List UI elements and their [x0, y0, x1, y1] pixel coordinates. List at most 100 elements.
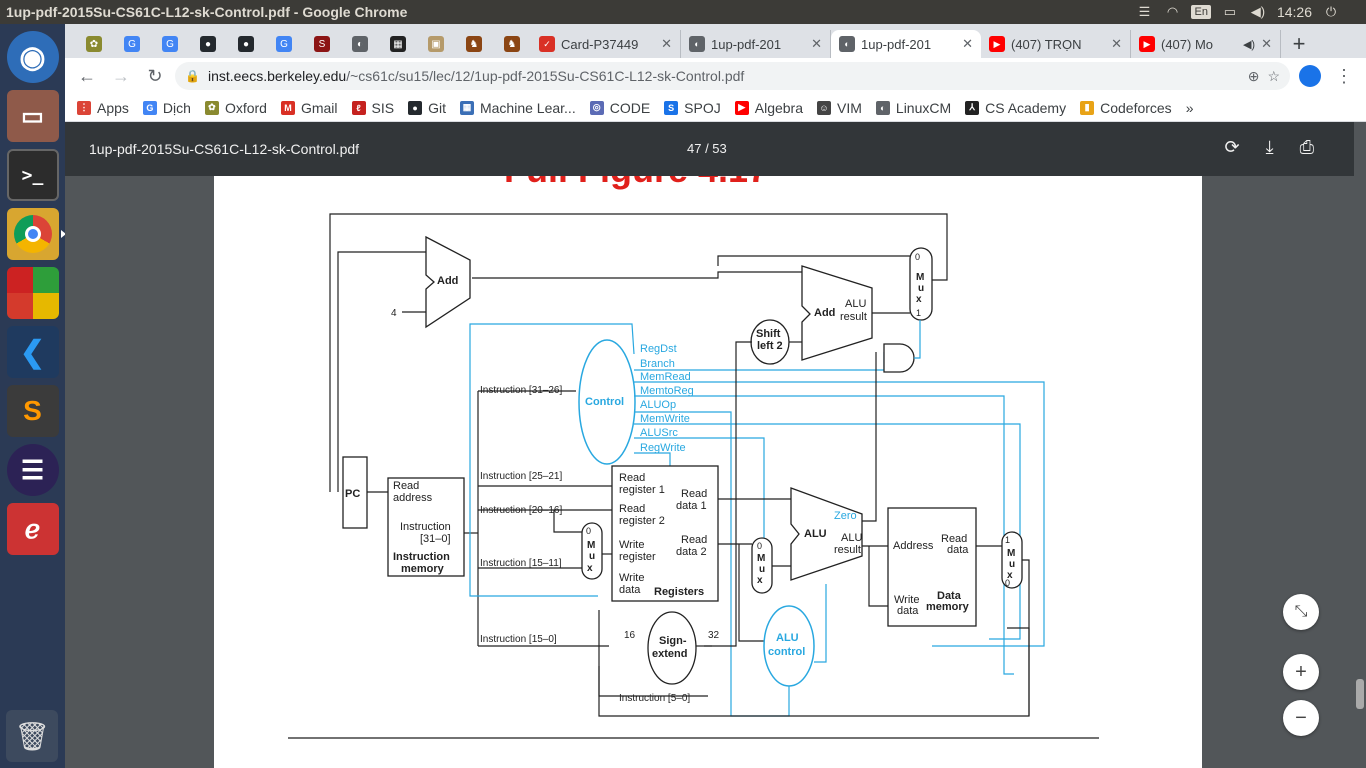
keyboard-layout-indicator[interactable]: En	[1191, 5, 1211, 19]
sublime-icon[interactable]: S	[6, 385, 59, 437]
tab[interactable]: ▶(407) TRỌN✕	[981, 30, 1131, 58]
pdf-page: Full Figure 4.17PCAdd4ReadaddressInstruc…	[214, 176, 1202, 768]
bookmark-favicon-icon: S	[664, 100, 679, 115]
wifi-icon[interactable]: ◠	[1166, 4, 1179, 19]
menu-icon[interactable]: ☰	[1138, 4, 1151, 19]
chrome-icon[interactable]	[6, 208, 66, 260]
tab-active[interactable]: ◐1up-pdf-201✕	[831, 30, 981, 58]
clock[interactable]: 14:26	[1276, 4, 1312, 20]
pinned-tab[interactable]: ♞	[493, 30, 531, 58]
zoom-in-button[interactable]: +	[1283, 654, 1319, 690]
bookmark-item[interactable]: ◐LinuxCM	[875, 100, 951, 116]
leaf-icon: ✿	[86, 36, 102, 52]
volume-icon[interactable]: ◀)	[1250, 4, 1266, 19]
diagram-label: [31–0]	[420, 533, 451, 545]
power-icon[interactable]: ⏻	[1325, 4, 1337, 19]
bookmark-label: Algebra	[754, 99, 804, 116]
bookmark-item[interactable]: ●Git	[408, 100, 446, 116]
diagram-label: Read	[619, 503, 645, 515]
address-bar[interactable]: 🔒 inst.eecs.berkeley.edu/~cs61c/su15/lec…	[175, 62, 1290, 90]
diagram-label: u	[1009, 559, 1015, 570]
bookmark-favicon-icon: M	[280, 100, 295, 115]
diagram-label: Branch	[640, 358, 675, 370]
tab[interactable]: ▶(407) Mo◀)✕	[1131, 30, 1281, 58]
tab[interactable]: ◐1up-pdf-201✕	[681, 30, 831, 58]
vscode-icon[interactable]: ❮	[6, 326, 59, 378]
new-tab-button[interactable]: +	[1292, 31, 1306, 56]
pinned-tab[interactable]: S	[303, 30, 341, 58]
browser-window: ✿ G G ● ● G S ◐ ▦ ▣ ♞ ♞ ✓Card-P37449✕ ◐1…	[65, 24, 1366, 768]
pinned-tab[interactable]: ♞	[455, 30, 493, 58]
more-menu-icon[interactable]: ⋮	[1335, 65, 1353, 86]
pinned-tab[interactable]: G	[151, 30, 189, 58]
bookmark-item[interactable]: ◎CODE	[589, 99, 651, 116]
bookmark-item[interactable]: ☺VIM	[817, 100, 862, 116]
diagram-label: x	[1007, 570, 1013, 581]
wire	[329, 213, 948, 492]
back-button[interactable]: ←	[78, 65, 96, 86]
data-memory-box	[887, 507, 977, 627]
youtube-icon: ▶	[989, 36, 1005, 52]
bookmark-item[interactable]: ✿Oxford	[204, 99, 267, 116]
close-icon[interactable]: ✕	[962, 36, 973, 51]
pinned-tab[interactable]: G	[113, 30, 151, 58]
bookmark-item[interactable]: ▶Algebra	[734, 99, 804, 116]
print-icon[interactable]: ⎙	[1299, 137, 1314, 157]
tab-title: (407) Mo	[1161, 36, 1214, 52]
and-gate	[883, 343, 915, 373]
bookmark-item[interactable]: ⋮Apps	[77, 100, 129, 116]
ubuntu-dash-icon[interactable]: ◉	[6, 31, 59, 83]
diagram-label: register	[619, 551, 656, 563]
url-host: inst.eecs.berkeley.edu	[207, 68, 347, 84]
pinned-tab[interactable]: ▦	[379, 30, 417, 58]
reload-button[interactable]: ↻	[147, 65, 163, 86]
tab-favicon-icon: ✓	[539, 36, 555, 52]
close-icon[interactable]: ✕	[661, 36, 672, 51]
bookmarks-overflow-icon[interactable]: »	[1185, 99, 1194, 116]
zoom-out-button[interactable]: −	[1283, 700, 1319, 736]
bookmark-label: Apps	[97, 99, 129, 116]
pinned-tab[interactable]: ●	[189, 30, 227, 58]
close-icon[interactable]: ✕	[811, 36, 822, 51]
pinned-tab[interactable]: ▣	[417, 30, 455, 58]
eclipse-icon[interactable]: ☰	[6, 444, 59, 496]
pdf-viewer-icon[interactable]: ℯ	[6, 503, 59, 555]
vertical-scrollbar[interactable]	[1354, 122, 1366, 768]
bookmark-item[interactable]: ▮Codeforces	[1080, 100, 1172, 116]
battery-icon[interactable]: ▭	[1223, 4, 1237, 19]
image-icon: ▣	[428, 36, 444, 52]
rotate-icon[interactable]: ⟳	[1224, 137, 1240, 157]
pinned-tab[interactable]: ●	[227, 30, 265, 58]
libreoffice-icon[interactable]	[6, 267, 59, 319]
pinned-tab[interactable]: G	[265, 30, 303, 58]
zoom-icon[interactable]: ⊕	[1247, 67, 1260, 84]
star-icon[interactable]: ☆	[1267, 67, 1280, 84]
diagram-label: M	[757, 553, 765, 564]
close-icon[interactable]: ✕	[1111, 36, 1122, 51]
close-icon[interactable]: ✕	[1261, 36, 1272, 51]
bookmark-label: CODE	[609, 99, 651, 116]
forward-button[interactable]: →	[112, 65, 130, 86]
url-text[interactable]: inst.eecs.berkeley.edu/~cs61c/su15/lec/1…	[208, 68, 1240, 84]
scrollbar-thumb[interactable]	[1356, 679, 1364, 709]
globe-icon: ◐	[352, 36, 368, 52]
lock-icon[interactable]: 🔒	[185, 69, 200, 83]
trash-icon[interactable]: 🗑	[6, 710, 58, 762]
files-icon[interactable]: ▭	[6, 90, 59, 142]
pinned-tab[interactable]: ◐	[341, 30, 379, 58]
diagram-label: u	[759, 564, 765, 575]
download-icon[interactable]: ⤓	[1265, 137, 1274, 157]
bookmark-label: Oxford	[224, 99, 267, 116]
fit-page-button[interactable]: ⤡	[1283, 594, 1319, 630]
bookmark-item[interactable]: ⅄CS Academy	[965, 100, 1066, 116]
profile-avatar[interactable]	[1296, 62, 1324, 90]
terminal-icon[interactable]: >_	[6, 149, 59, 201]
bookmark-item[interactable]: ▦Machine Lear...	[459, 100, 576, 116]
audio-icon[interactable]: ◀)	[1242, 38, 1256, 51]
pinned-tab[interactable]: ✿	[75, 30, 113, 58]
tab[interactable]: ✓Card-P37449✕	[531, 30, 681, 58]
